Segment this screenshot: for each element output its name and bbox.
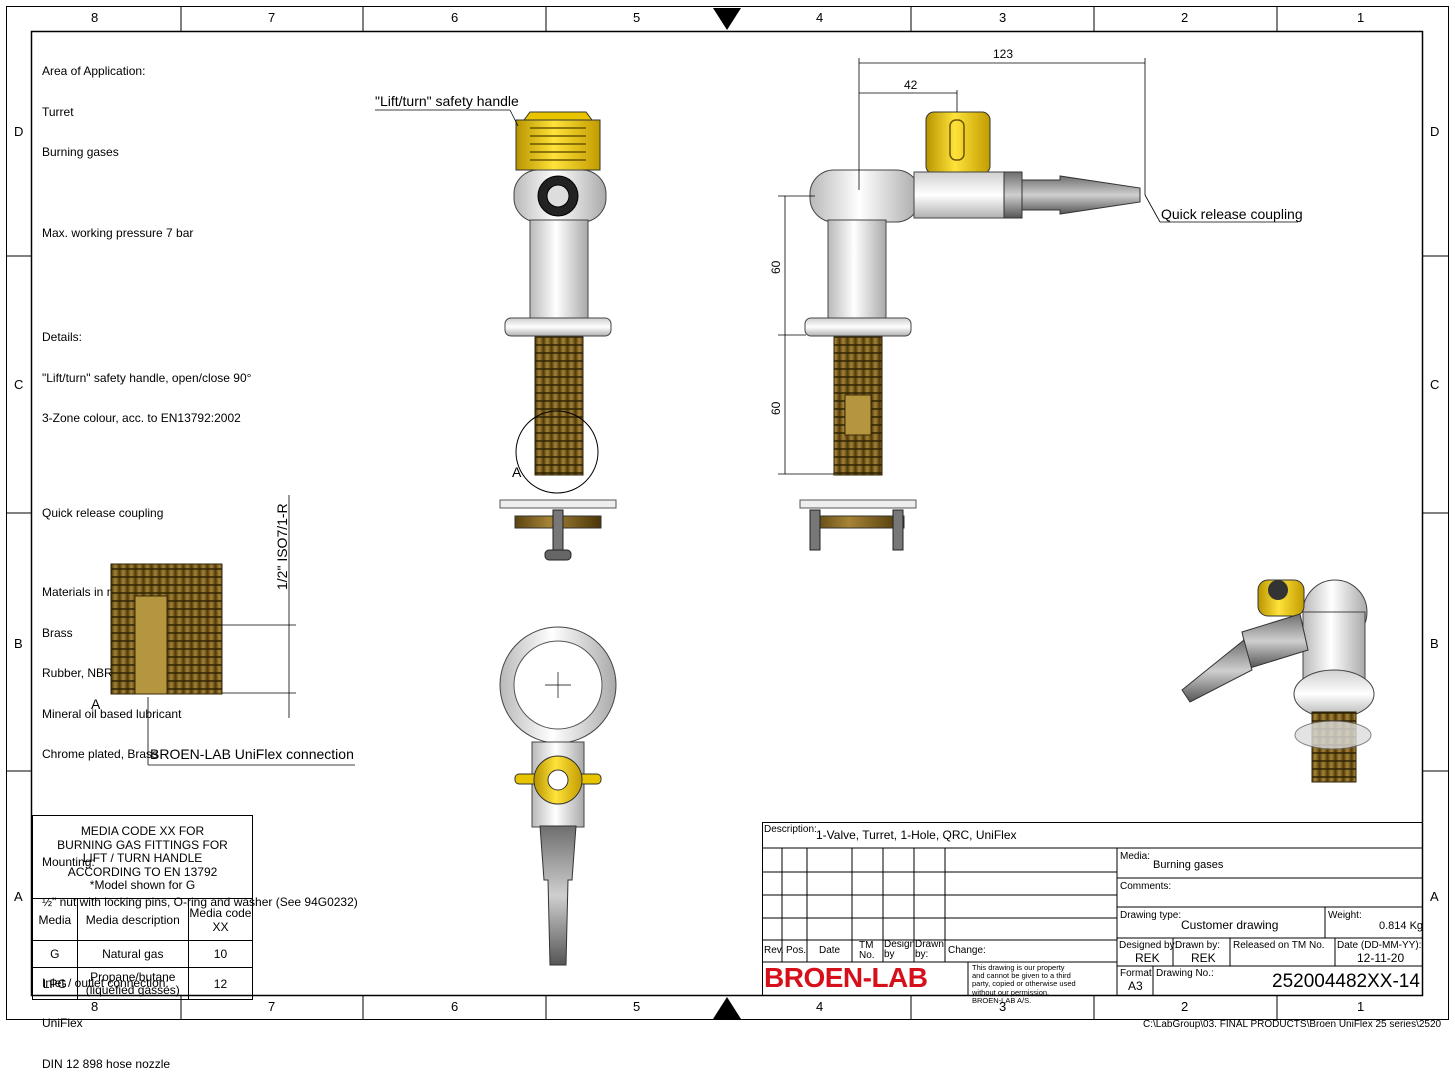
rev-header-change: Change: <box>948 945 986 956</box>
zone-col-bottom-1: 1 <box>1357 999 1365 1014</box>
zone-col-bottom-8: 8 <box>91 999 99 1014</box>
rev-header-rev: Rev. <box>764 945 784 956</box>
zone-col-top-5: 5 <box>633 10 641 25</box>
description-cell: Propane/butane (liquefied gasses) <box>76 967 189 1000</box>
materials-line: Chrome plated, Brass <box>42 747 159 761</box>
file-path: C:\LabGroup\03. FINAL PRODUCTS\Broen Uni… <box>1143 1019 1442 1030</box>
zone-col-top-3: 3 <box>999 10 1007 25</box>
rev-header-date: Date <box>819 945 841 956</box>
drawing-frame <box>6 6 1449 1020</box>
zone-row-left-a: A <box>14 889 23 904</box>
materials-line: Brass <box>42 625 73 640</box>
code-cell: 12 <box>187 967 254 1000</box>
description-cell: Natural gas <box>76 940 189 968</box>
zone-row-right-c: C <box>1430 377 1440 392</box>
dimension-lines <box>375 58 1298 475</box>
area-title: Area of Application: <box>42 64 146 78</box>
format-label: Format: <box>1120 968 1155 979</box>
media-label: Media: <box>1120 851 1151 862</box>
safety-handle-callout: "Lift/turn" safety handle <box>375 93 519 109</box>
zone-col-top-8: 8 <box>91 10 99 25</box>
drawing-number: 252004482XX-14 <box>1272 971 1420 992</box>
zone-col-top-1: 1 <box>1357 10 1365 25</box>
materials-line: Rubber, NBR <box>42 666 113 680</box>
detail-a-view-label: A <box>91 696 101 712</box>
materials-line: Mineral oil based lubricant <box>42 706 182 721</box>
quick-release-note: Quick release coupling <box>42 505 164 520</box>
table-row: G Natural gas 10 <box>32 940 254 968</box>
detail-a-label: A <box>512 464 522 480</box>
max-pressure: Max. working pressure 7 bar <box>42 225 194 240</box>
drawing-type-label: Drawing type: <box>1120 910 1182 921</box>
zone-col-top-7: 7 <box>268 10 276 25</box>
header-media: Media <box>32 898 78 941</box>
header-media-code: Media code XX <box>187 898 254 941</box>
details-title: Details: <box>42 330 83 344</box>
detail-a-view <box>110 495 355 766</box>
zone-row-left-d: D <box>14 124 24 139</box>
disclaimer: This drawing is our property and cannot … <box>972 963 1076 1005</box>
zone-row-right-d: D <box>1430 124 1440 139</box>
description-value: 1-Valve, Turret, 1-Hole, QRC, UniFlex <box>816 828 1017 842</box>
top-view <box>499 626 617 966</box>
technical-drawings <box>110 58 1375 966</box>
zone-col-bottom-6: 6 <box>451 999 459 1014</box>
zone-col-bottom-4: 4 <box>816 999 824 1014</box>
weight-value: 0.814 Kg <box>1379 920 1424 932</box>
description-label: Description: <box>764 824 817 835</box>
designed-by-value: REK <box>1135 951 1160 965</box>
dimension-123: 123 <box>993 47 1014 61</box>
area-line: Burning gases <box>42 145 119 159</box>
rev-header-design: Design by <box>884 939 916 960</box>
inlet-line: DIN 12 898 hose nozzle <box>42 1056 171 1071</box>
zone-col-top-4: 4 <box>816 10 824 25</box>
drawing-no-label: Drawing No.: <box>1156 968 1214 979</box>
dimension-42: 42 <box>904 78 918 92</box>
rev-header-pos: Pos. <box>786 945 807 956</box>
zone-row-left-b: B <box>14 636 23 651</box>
drawn-by-label: Drawn by: <box>1175 940 1221 951</box>
drawn-by-value: REK <box>1191 951 1216 965</box>
zone-col-bottom-3: 3 <box>999 999 1007 1014</box>
title-block-lines <box>762 822 1423 996</box>
format-value: A3 <box>1128 979 1143 993</box>
zone-row-left-c: C <box>14 377 24 392</box>
inlet-line: UniFlex <box>42 1016 83 1030</box>
rev-header-tm: TM No. <box>859 940 875 961</box>
date-label: Date (DD-MM-YY): <box>1337 940 1422 951</box>
quick-release-callout: Quick release coupling <box>1161 206 1303 222</box>
zone-col-top-2: 2 <box>1181 10 1189 25</box>
code-cell: 10 <box>187 940 254 968</box>
zone-col-bottom-5: 5 <box>633 999 641 1014</box>
side-view <box>799 111 1141 551</box>
broen-lab-logo: BROEN-LAB <box>764 962 928 993</box>
area-line: Turret <box>42 104 74 119</box>
zone-row-right-a: A <box>1430 889 1439 904</box>
isometric-view <box>1181 579 1375 783</box>
front-view <box>499 111 617 561</box>
details-line: 3-Zone colour, acc. to EN13792:2002 <box>42 411 241 425</box>
uniflex-callout: BROEN-LAB UniFlex connection <box>150 746 354 762</box>
date-value: 12-11-20 <box>1357 951 1405 965</box>
released-label: Released on TM No. <box>1233 940 1325 951</box>
designed-by-label: Designed by: <box>1119 940 1178 951</box>
zone-col-bottom-7: 7 <box>268 999 276 1014</box>
zone-col-bottom-2: 2 <box>1181 999 1189 1014</box>
zone-col-top-6: 6 <box>451 10 459 25</box>
media-table-title: MEDIA CODE XX FOR BURNING GAS FITTINGS F… <box>32 815 253 899</box>
drawing-type-value: Customer drawing <box>1181 918 1279 932</box>
media-value: Burning gases <box>1153 859 1224 871</box>
media-code-table: MEDIA CODE XX FOR BURNING GAS FITTINGS F… <box>32 815 254 1000</box>
comments-label: Comments: <box>1120 881 1172 892</box>
rev-header-drawn: Drawn by: <box>915 939 944 960</box>
weight-label: Weight: <box>1328 910 1362 921</box>
details-line: "Lift/turn" safety handle, open/close 90… <box>42 370 252 385</box>
table-row: LPG Propane/butane (liquefied gasses) 12 <box>32 967 254 1000</box>
zone-row-right-b: B <box>1430 636 1439 651</box>
